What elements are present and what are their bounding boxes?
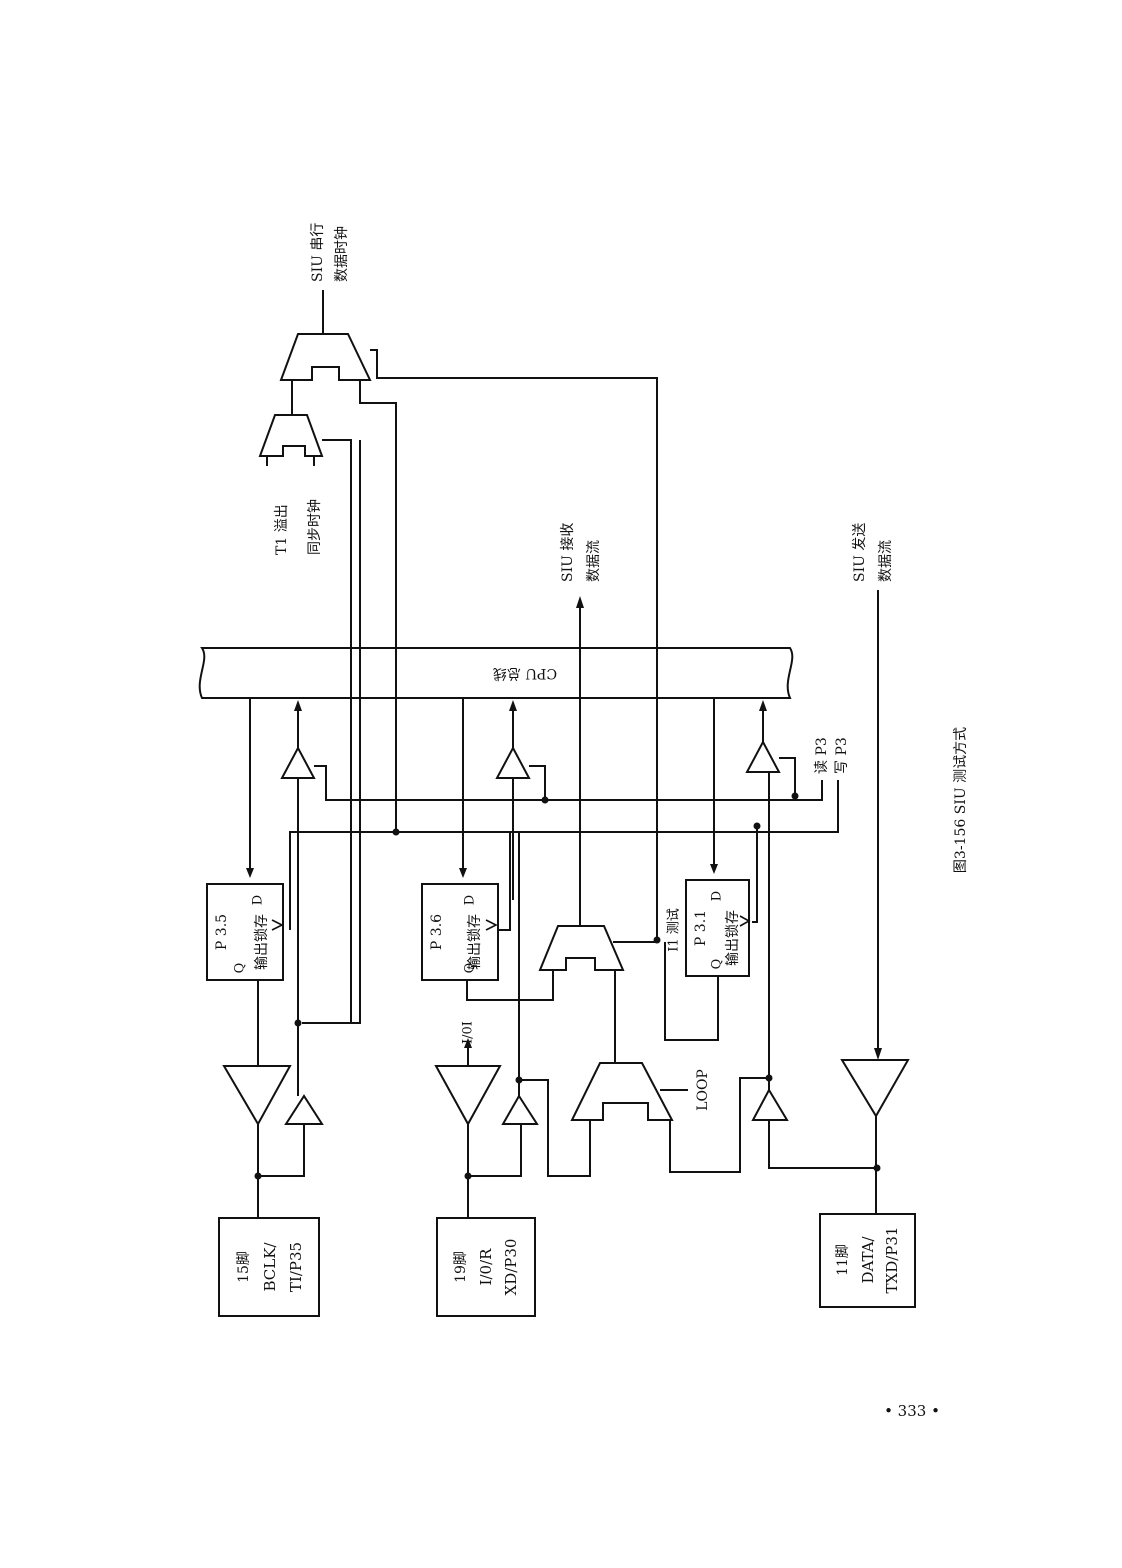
mux-loop [570,1062,674,1121]
output-driver-p31 [840,1059,910,1118]
siu-tx-label-2: 数据流 [878,540,894,582]
latch-p31-body: 输出锁存 [725,910,741,966]
latch-p35-body: 输出锁存 [254,914,270,970]
write-p3-label: 写 P3 [834,737,850,774]
siu-clock-label-2: 数据时钟 [333,226,350,282]
pin-19 [436,1217,536,1317]
input-buffer-p35 [284,1094,324,1125]
pin-11-line3: TXD/P31 [883,1227,901,1294]
read-p3-label: 读 P3 [813,737,830,774]
pin-15 [218,1217,320,1317]
read-buffer-p31 [745,739,781,773]
figure-caption: 图3-156 SIU 测试方式 [953,727,969,873]
siu-tx-label-1: SIU 发送 [852,523,868,582]
latch-p35-q: Q [233,963,248,974]
input-buffer-p30 [501,1094,539,1125]
pin-11-line2: DATA/ [859,1235,877,1283]
input-buffer-p31 [751,1087,789,1121]
read-buffer-p35 [280,745,316,779]
latch-p35-d: D [251,895,266,905]
io1-label: I/0I [461,1021,476,1044]
pin-19-line3: XD/P30 [502,1239,520,1296]
t1-overflow-label: T1 溢出 [274,504,290,555]
loop-label: LOOP [695,1069,711,1111]
pin-11 [819,1213,916,1308]
latch-p35 [206,883,284,981]
latch-p31-name: P 3.1 [693,910,709,946]
output-driver-p35 [222,1065,292,1127]
cpu-bus-label: CPU 总线 [493,665,557,681]
output-driver-p30 [434,1065,502,1127]
cpu-bus [198,647,794,699]
latch-p31-d: D [710,891,725,901]
page-number: • 333 • [884,1402,940,1420]
latch-p36-body: 输出锁存 [467,914,483,970]
i1-test-label: I1 测试 [667,908,682,952]
latch-p36 [421,883,499,981]
pin-15-line3: TI/P35 [287,1242,305,1292]
pin-15-line2: BCLK/ [261,1242,279,1292]
mux-siu-clock [279,333,372,381]
sync-clock-label: 同步时钟 [306,499,323,555]
latch-p31-q: Q [710,959,725,970]
latch-p36-name: P 3.6 [429,914,445,950]
latch-p35-name: P 3.5 [214,914,230,950]
latch-p36-q: Q [463,963,478,974]
pin-11-line1: 11脚 [835,1244,851,1276]
mux-rx-select [538,925,625,971]
pin-15-line1: 15脚 [236,1251,252,1283]
siu-clock-label-1: SIU 串行 [310,223,326,282]
siu-rx-label-2: 数据流 [586,540,602,582]
latch-p31 [685,879,750,977]
pin-19-line1: 19脚 [453,1251,469,1283]
read-buffer-p36 [495,745,531,779]
mux-clock-select [258,414,324,457]
pin-19-line2: I/0/R [477,1248,495,1286]
latch-p36-d: D [463,895,478,905]
siu-rx-label-1: SIU 接收 [559,523,576,582]
